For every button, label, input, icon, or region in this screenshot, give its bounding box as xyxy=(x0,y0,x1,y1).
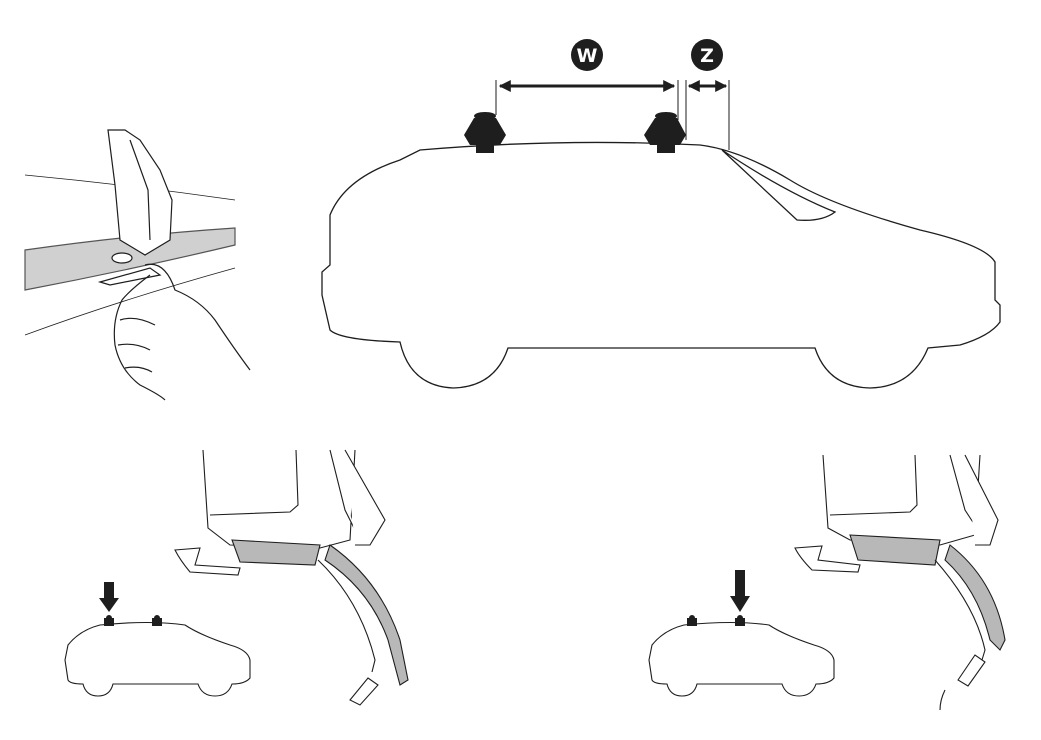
roof-mount-front xyxy=(464,112,506,153)
small-car-front-position xyxy=(64,615,251,697)
z-badge: Z xyxy=(691,39,723,71)
dimension-z xyxy=(685,80,730,150)
foot-bracket-detail-rear xyxy=(794,454,1006,711)
hand-bracket-detail xyxy=(24,129,251,401)
small-car-rear-position xyxy=(648,615,835,697)
down-arrow-rear xyxy=(730,570,750,612)
roof-mount-rear xyxy=(644,112,686,153)
dimension-w xyxy=(495,80,679,120)
down-arrow-front xyxy=(99,582,119,612)
w-badge: W xyxy=(571,39,603,71)
w-label: W xyxy=(577,45,598,67)
z-label: Z xyxy=(700,45,714,67)
foot-bracket-detail-front xyxy=(174,449,409,706)
main-car-outline xyxy=(321,141,1001,389)
